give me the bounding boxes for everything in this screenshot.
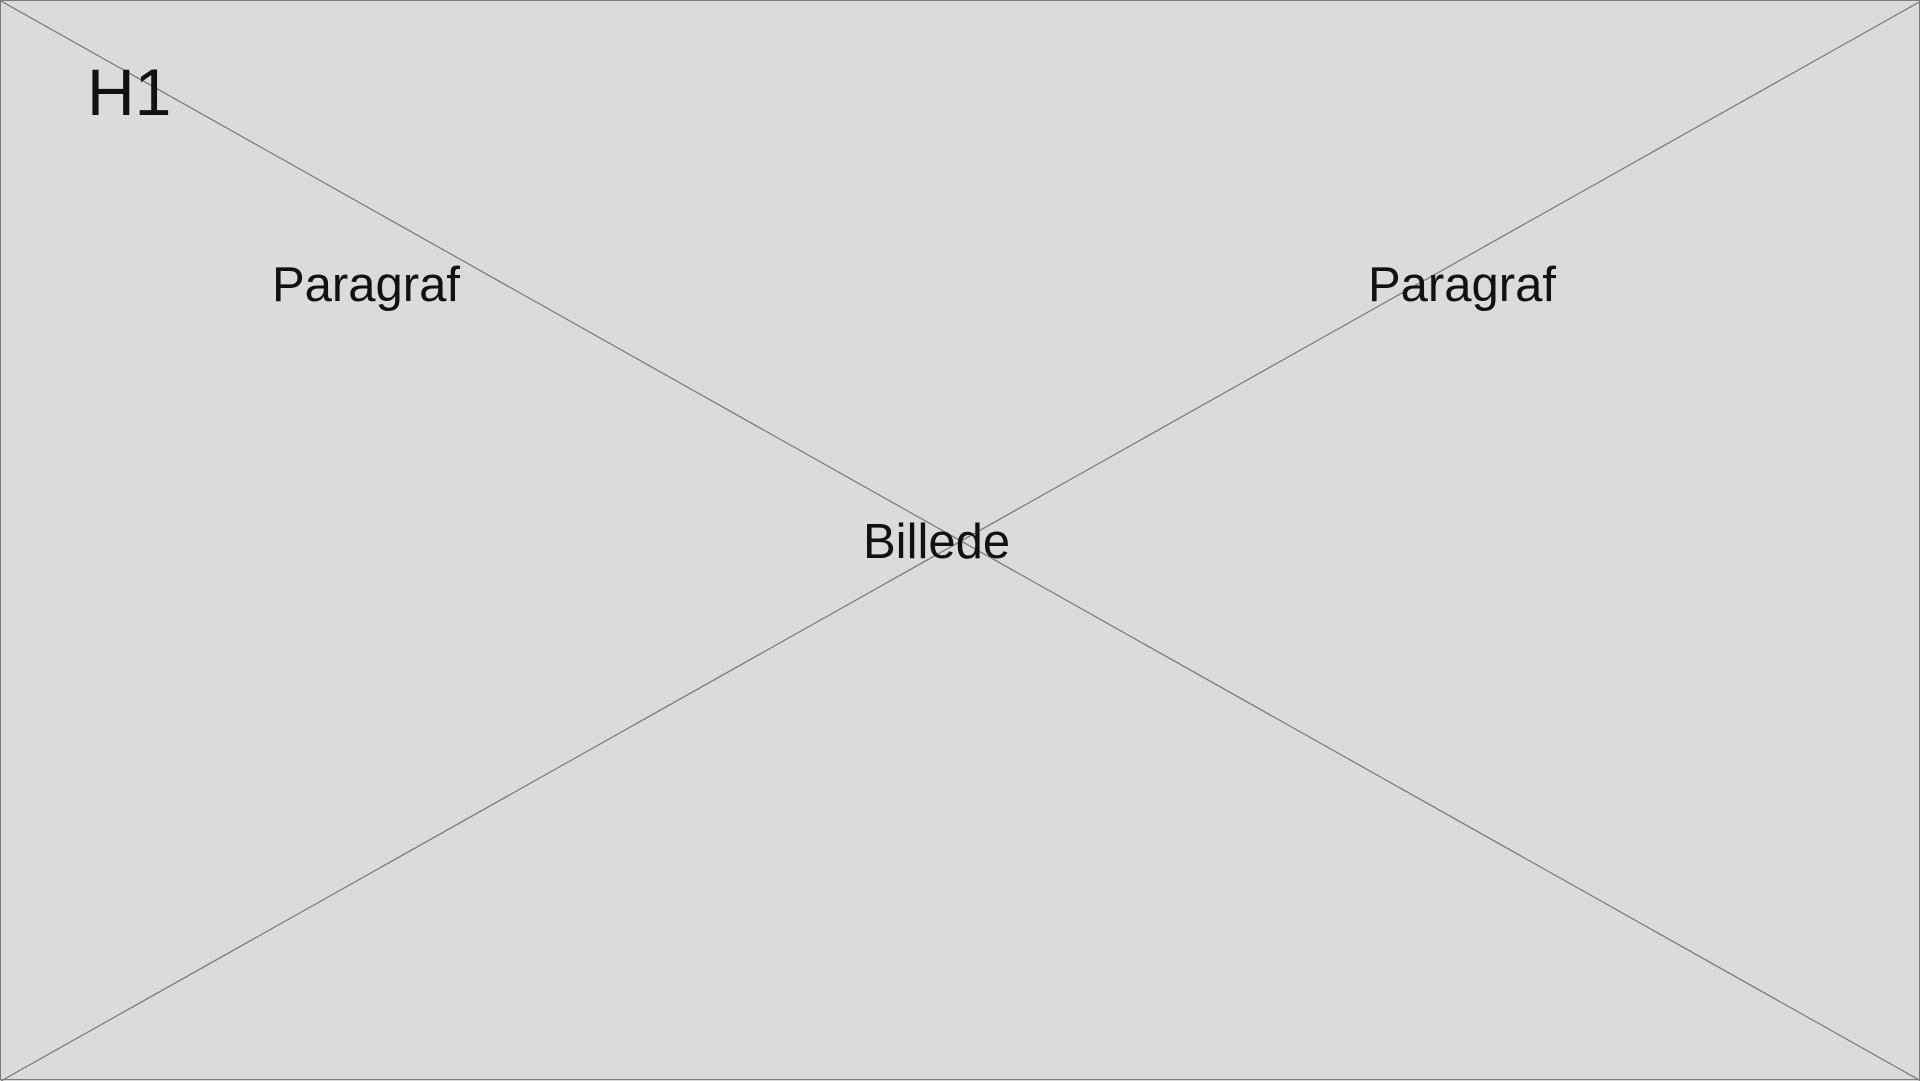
paragraph-placeholder-right: Paragraf: [1368, 258, 1556, 312]
heading-placeholder: H1: [87, 55, 172, 129]
paragraph-placeholder-left: Paragraf: [272, 258, 460, 312]
image-placeholder-label: Billede: [863, 515, 1011, 569]
